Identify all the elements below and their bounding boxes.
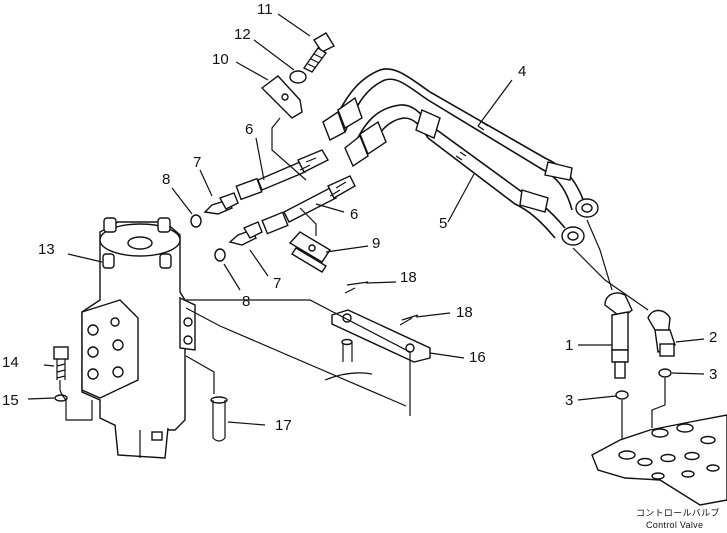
callout-18-upper: 18 (400, 269, 417, 286)
callout-14: 14 (2, 354, 19, 371)
callout-12: 12 (234, 26, 251, 43)
callout-13: 13 (38, 241, 55, 258)
callout-3-right: 3 (709, 366, 718, 383)
washer-12 (289, 70, 307, 84)
pin-18b (399, 314, 419, 326)
o-ring-3a (615, 390, 629, 400)
elbow-7a (203, 192, 239, 215)
o-ring-3b (658, 368, 672, 378)
callout-6-upper: 6 (245, 121, 254, 138)
callout-18-lower: 18 (456, 304, 473, 321)
bracket-16 (324, 309, 431, 381)
caption-english: Control Valve (646, 520, 704, 530)
o-ring-8b (214, 248, 226, 262)
pin-17 (210, 396, 228, 442)
callout-17: 17 (275, 417, 292, 434)
callout-7-upper: 7 (193, 154, 202, 171)
pin-18a (344, 281, 369, 294)
callout-16: 16 (469, 349, 486, 366)
callout-3-left: 3 (565, 392, 574, 409)
callout-5: 5 (439, 215, 448, 232)
elbow-7b (228, 221, 263, 246)
callout-10: 10 (212, 51, 229, 68)
elbow-1 (604, 292, 633, 379)
callout-1: 1 (565, 337, 574, 354)
caption-japanese: コントロールバルブ (636, 508, 720, 518)
steering-valve-body (81, 217, 196, 459)
elbow-2 (647, 309, 676, 357)
hose-5 (344, 104, 585, 246)
o-ring-8a (190, 214, 202, 228)
callout-4: 4 (518, 63, 527, 80)
hose-6-upper (235, 149, 329, 201)
clamp-9 (288, 231, 331, 273)
callout-8-upper: 8 (162, 171, 171, 188)
callout-7-lower: 7 (273, 275, 282, 292)
callout-6-lower: 6 (350, 206, 359, 223)
washer-15 (54, 394, 68, 402)
callout-15: 15 (2, 392, 19, 409)
bolt-11 (302, 32, 335, 73)
callout-8-lower: 8 (242, 293, 251, 310)
callout-9: 9 (372, 235, 381, 252)
callout-11: 11 (257, 1, 273, 18)
bolt-14 (53, 346, 69, 380)
leader-lines (27, 13, 705, 426)
callout-2: 2 (709, 329, 718, 346)
hose-4 (322, 68, 599, 218)
control-valve (591, 414, 727, 506)
hose-6-lower (261, 175, 356, 235)
